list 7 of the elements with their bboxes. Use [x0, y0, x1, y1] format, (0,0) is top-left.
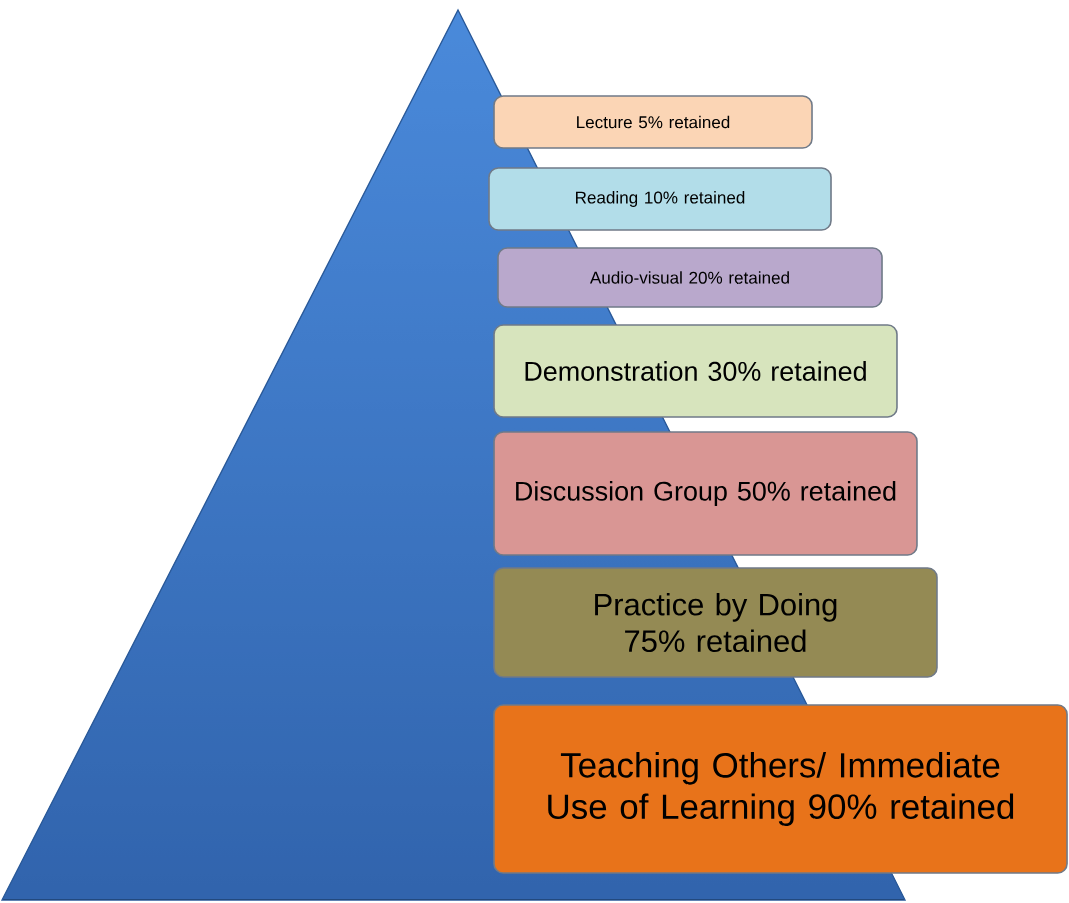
retention-box: Reading 10% retained: [488, 167, 832, 231]
retention-box: Teaching Others/ Immediate Use of Learning 90% retained: [493, 704, 1068, 874]
retention-box: Practice by Doing 75% retained: [493, 567, 938, 678]
retention-box: Lecture 5% retained: [493, 95, 813, 149]
retention-box: Demonstration 30% retained: [493, 324, 898, 418]
retention-box: Audio-visual 20% retained: [497, 247, 883, 308]
retention-box: Discussion Group 50% retained: [493, 431, 918, 556]
